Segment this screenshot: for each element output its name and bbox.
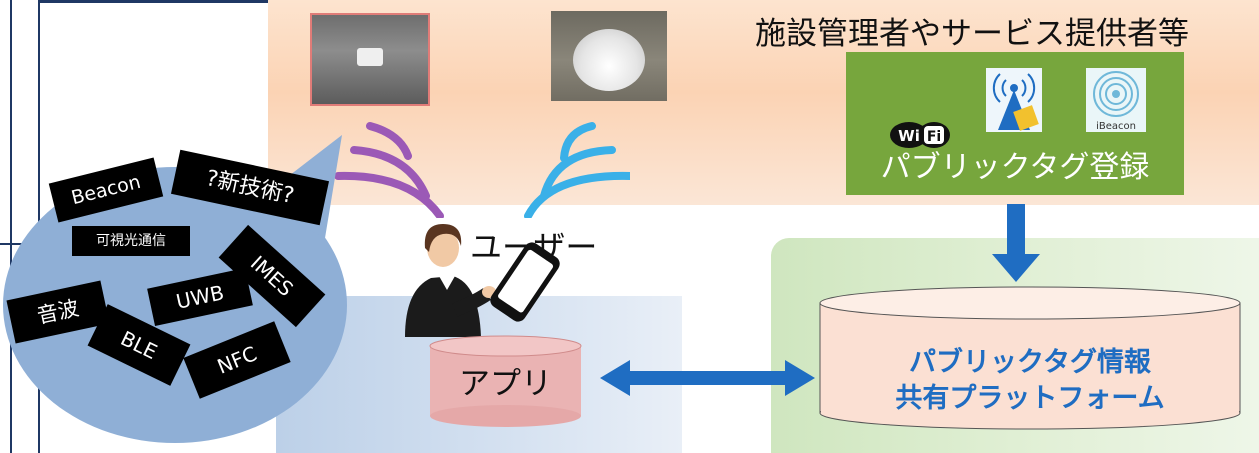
wifi-icon: Wi Fi — [890, 122, 950, 148]
app-label: アプリ — [459, 366, 552, 402]
blue-signal-waves — [524, 122, 630, 218]
ibeacon-icon: iBeacon — [1086, 68, 1146, 132]
app-platform-double-arrow — [600, 360, 815, 396]
platform-cylinder — [819, 286, 1241, 430]
radio-tower-icon — [986, 68, 1042, 132]
platform-title-line1: パブリックタグ情報 — [909, 347, 1151, 378]
user-label: ユーザー — [470, 228, 598, 266]
tag-register-label: パブリックタグ登録 — [880, 150, 1150, 185]
purple-signal-waves — [334, 122, 444, 218]
svg-text:Wi: Wi — [898, 127, 920, 145]
svg-text:iBeacon: iBeacon — [1096, 121, 1136, 132]
frame-divider — [0, 243, 38, 245]
ceiling-beacon-photo — [551, 11, 667, 101]
sensor-device — [357, 48, 383, 66]
beacon-disk — [573, 29, 645, 91]
signal-waves — [334, 122, 630, 218]
app-cylinder — [429, 335, 582, 427]
svg-text:Fi: Fi — [927, 129, 941, 145]
ceiling-sensor-photo — [310, 13, 430, 106]
provider-title: 施設管理者やサービス提供者等 — [755, 16, 1189, 52]
user-with-smartphone-illustration — [405, 224, 560, 337]
tech-visible-light: 可視光通信 — [72, 226, 190, 256]
platform-title-line2: 共有プラットフォーム — [895, 383, 1165, 414]
register-arrow-down — [992, 204, 1040, 282]
